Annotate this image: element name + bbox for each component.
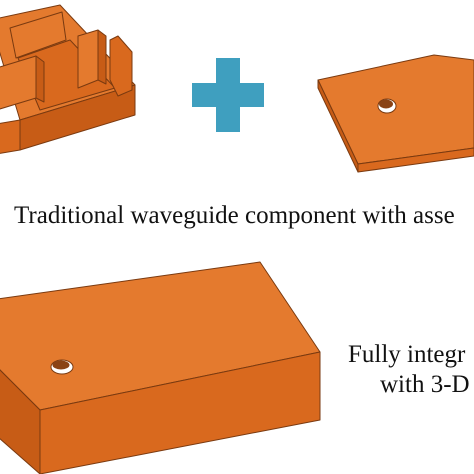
caption-traditional: Traditional waveguide component with ass… (14, 202, 455, 229)
plus-icon (192, 58, 264, 132)
plate-bottom-edge (357, 147, 474, 173)
caption-integrated-line-2: with 3-D (380, 371, 470, 398)
housing-divider-front (77, 29, 99, 89)
plate-top-face (317, 54, 474, 165)
plate-hole-shadow (379, 99, 393, 109)
housing-front-face (0, 119, 21, 154)
block-left-face (0, 369, 41, 474)
block-hole-shadow (52, 360, 70, 370)
housing-front-wall-side (35, 55, 45, 103)
plus-horizontal-bar (192, 83, 264, 107)
waveguide-housing-icon (0, 4, 136, 154)
caption-integrated-line-1: Fully integr (348, 341, 466, 368)
cover-plate-icon (317, 54, 474, 173)
integrated-block-icon (0, 261, 321, 474)
housing-back-wall (9, 11, 67, 59)
housing-divider-side (97, 29, 107, 85)
housing-right-wall (109, 35, 133, 97)
